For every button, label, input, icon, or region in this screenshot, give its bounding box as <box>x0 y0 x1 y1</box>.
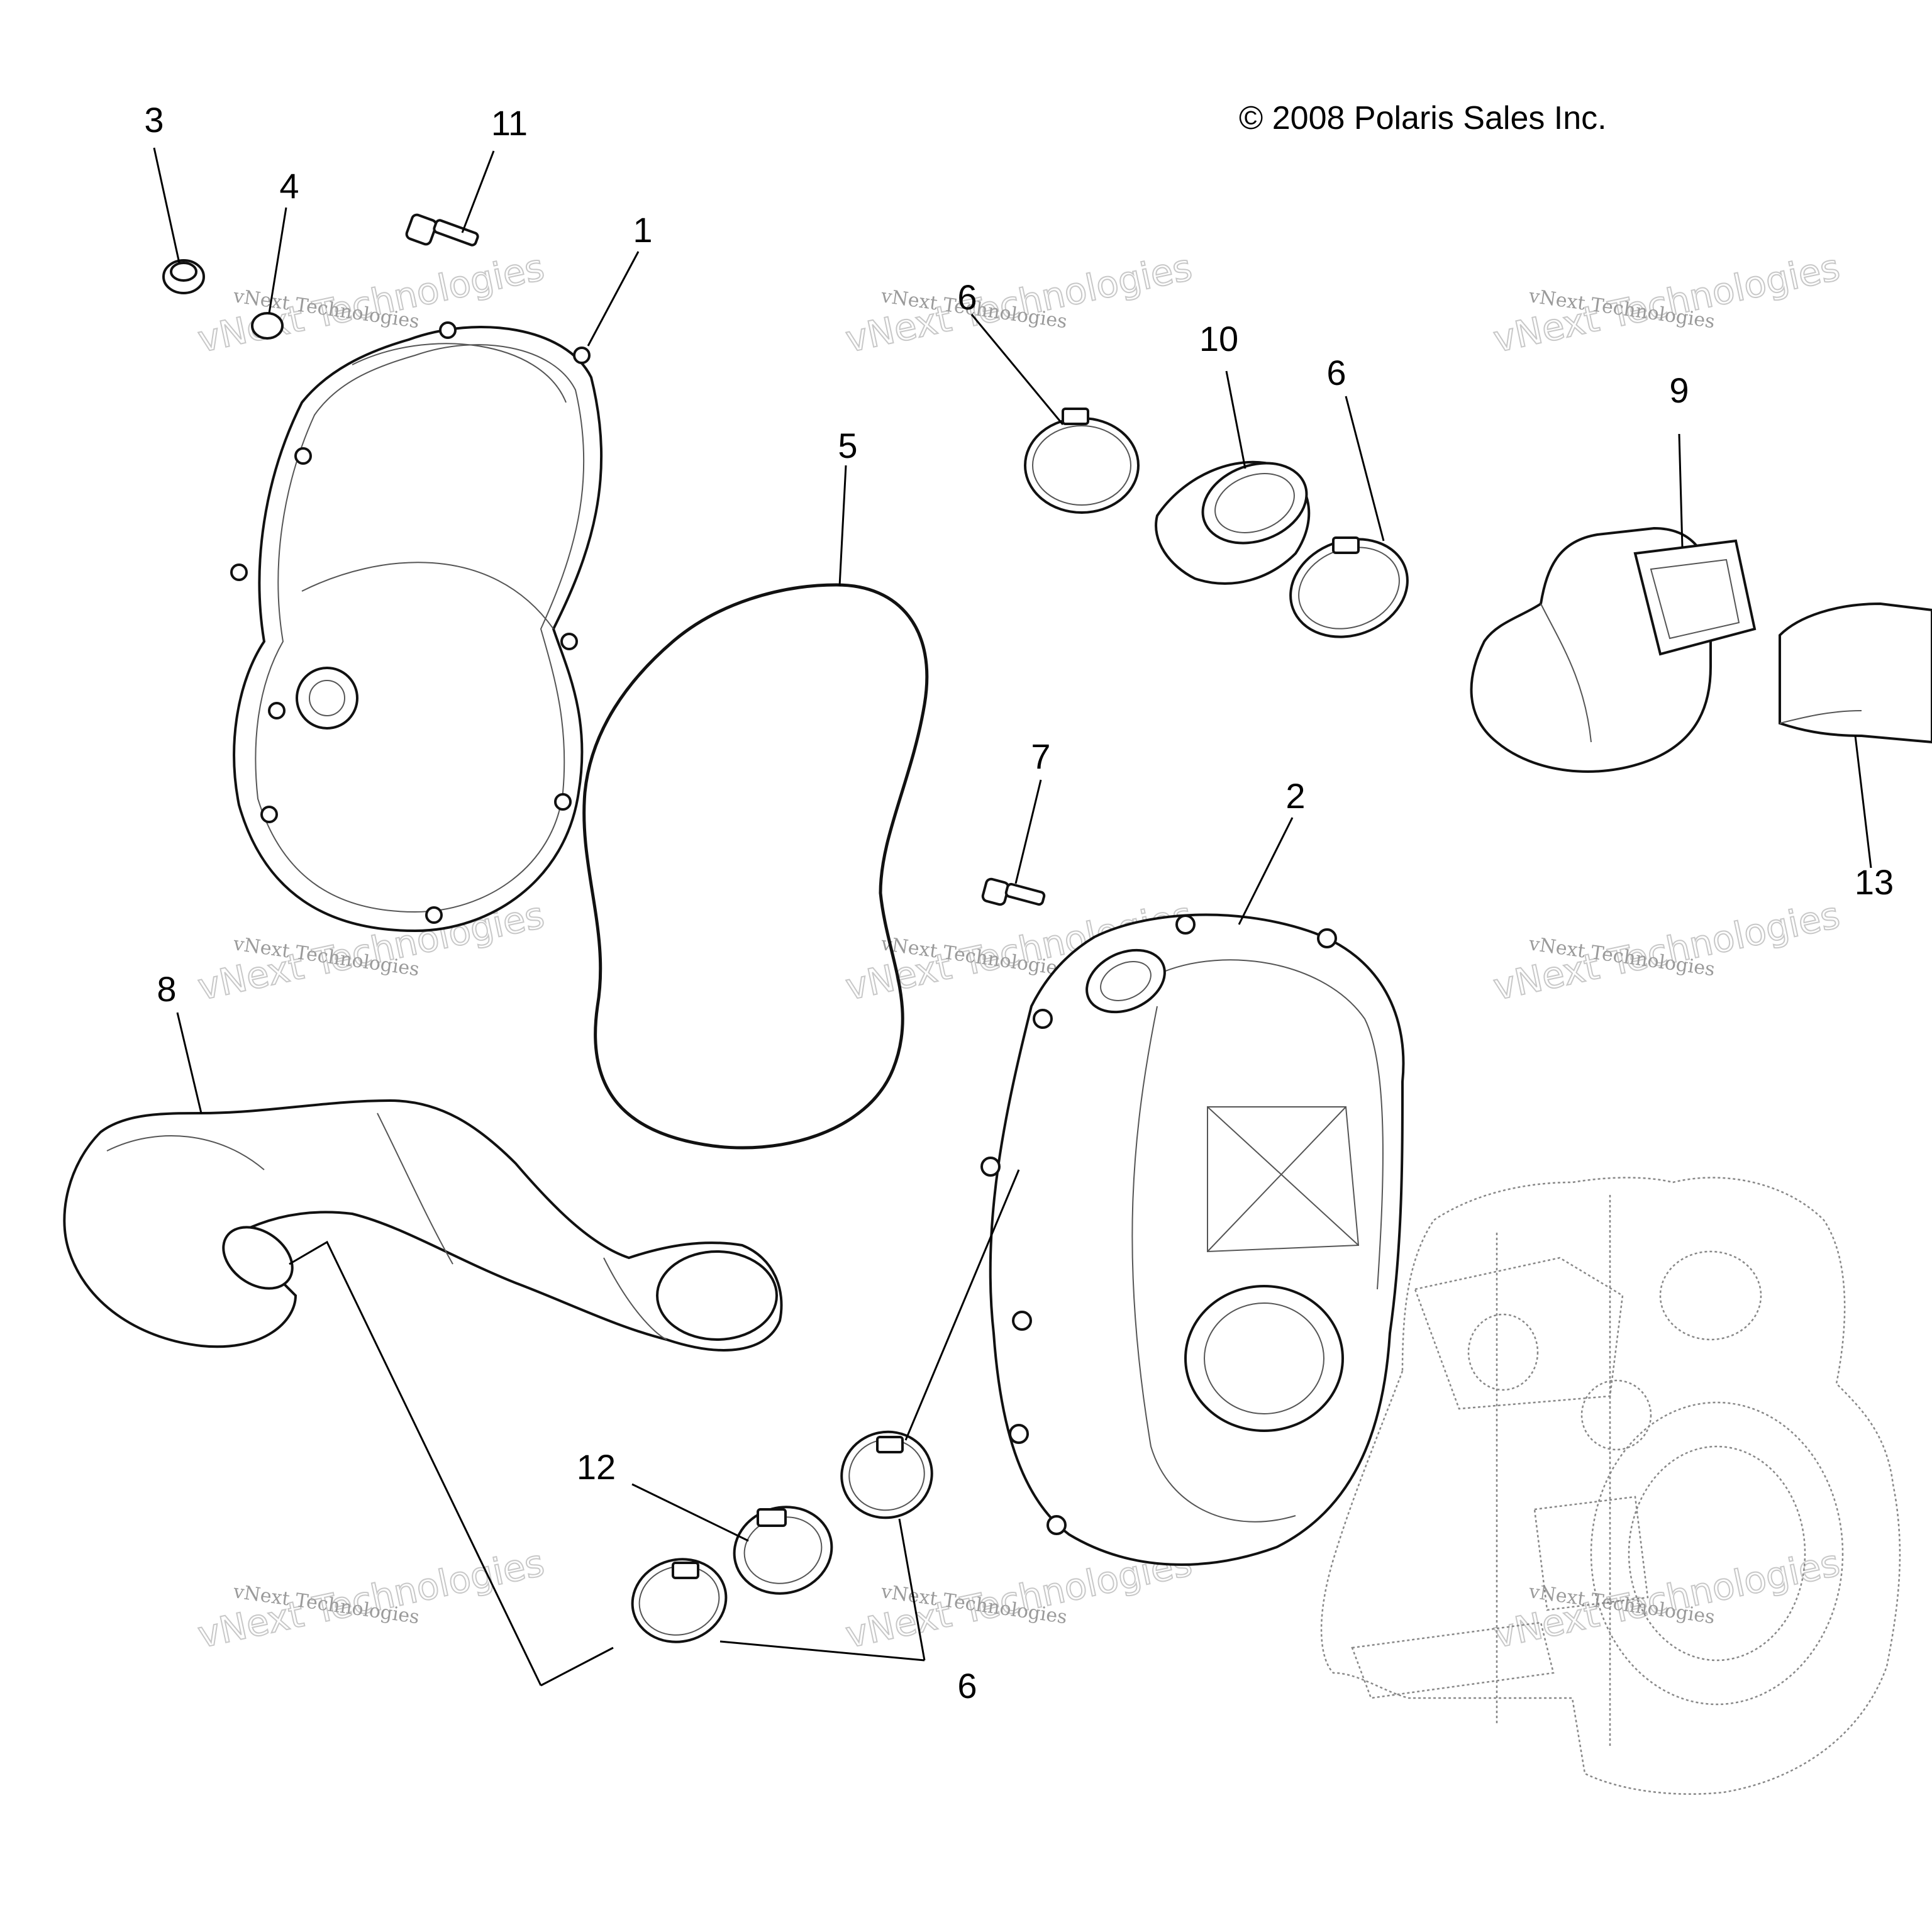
callout-8: 8 <box>157 969 176 1009</box>
callout-3: 3 <box>144 100 164 140</box>
watermark-top-center: vNext Technologies vNext Technologies <box>841 245 1196 362</box>
leader-5 <box>838 465 847 587</box>
leader-7 <box>1014 779 1042 884</box>
callout-12: 12 <box>577 1447 616 1487</box>
callout-6-bottom: 6 <box>957 1666 977 1706</box>
watermark-bottom-left: vNext Technologies vNext Technologies <box>194 1541 548 1657</box>
part-7-bolt <box>981 877 1046 906</box>
part-13-duct <box>1779 602 1932 744</box>
part-1-inner-clutch-cover <box>230 321 603 933</box>
copyright-text: © 2008 Polaris Sales Inc. <box>1239 100 1607 136</box>
engine-assembly-ghost <box>1320 1177 1901 1795</box>
callout-5: 5 <box>838 426 857 465</box>
part-3-plug <box>162 259 205 294</box>
leader-8 <box>176 1012 203 1114</box>
leader-11 <box>461 150 495 233</box>
part-10-boot <box>1155 460 1311 585</box>
leader-9 <box>1678 433 1684 548</box>
callout-7: 7 <box>1031 736 1050 776</box>
part-9-intake-duct <box>1470 526 1757 773</box>
part-6-clamp-top <box>1024 408 1140 514</box>
part-5-gasket <box>582 583 929 1150</box>
callout-4: 4 <box>279 166 299 206</box>
leader-1 <box>587 251 640 347</box>
part-6-clamp-right <box>1289 536 1409 638</box>
part-2-outer-clutch-cover <box>980 913 1405 1566</box>
callout-1: 1 <box>633 210 652 250</box>
part-12-clamp <box>733 1506 833 1595</box>
callout-13: 13 <box>1855 862 1894 902</box>
watermark-top-right: vNext Technologies vNext Technologies <box>1489 245 1844 362</box>
callouts: 3 4 11 1 5 6 10 6 9 7 2 13 8 12 6 <box>144 100 1894 1706</box>
leader-6-bottom <box>719 1518 926 1662</box>
callout-6-right: 6 <box>1326 353 1346 392</box>
leader-6-clamp-to-cover <box>904 1169 1020 1441</box>
callout-2: 2 <box>1285 776 1305 816</box>
leader-2 <box>1238 817 1294 925</box>
leader-8-to-clamp <box>289 1240 614 1687</box>
part-8-outlet-duct <box>63 1099 783 1352</box>
leader-4 <box>268 207 287 314</box>
part-6-clamp-bottom-center <box>840 1430 933 1519</box>
leader-lines <box>153 147 1872 1687</box>
leader-3 <box>153 147 180 264</box>
part-6-clamp-bottom-left <box>631 1558 728 1643</box>
leader-13 <box>1854 735 1872 869</box>
leader-10 <box>1225 370 1246 469</box>
part-11-bolt <box>405 213 479 247</box>
leader-6-top <box>970 314 1064 425</box>
callout-10: 10 <box>1199 319 1238 358</box>
leader-6-right <box>1345 396 1385 541</box>
leader-12 <box>631 1483 749 1542</box>
callout-11: 11 <box>491 103 528 143</box>
callout-6-top: 6 <box>957 277 977 317</box>
callout-9: 9 <box>1669 370 1689 410</box>
watermark-mid-right: vNext Technologies vNext Technologies <box>1489 893 1844 1009</box>
part-4-o-ring <box>251 312 284 340</box>
watermark-bottom-right: vNext Technologies vNext Technologies <box>1489 1541 1844 1657</box>
